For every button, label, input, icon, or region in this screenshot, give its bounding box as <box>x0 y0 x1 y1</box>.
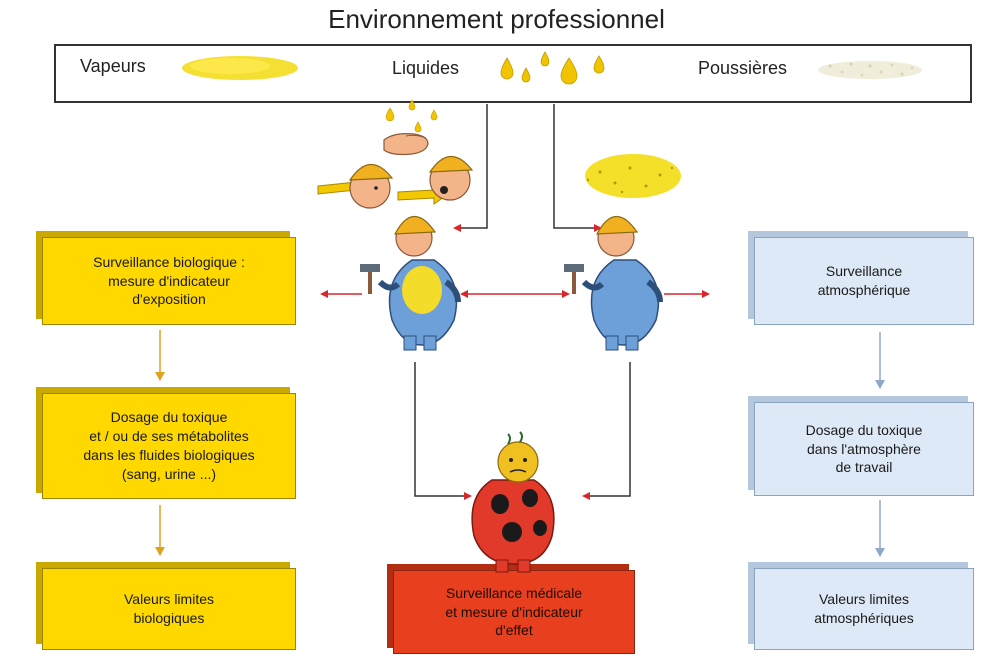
worker-icon <box>564 215 663 351</box>
skin-exposure-head-icon <box>317 163 394 209</box>
dust-cloud-worker-icon <box>585 154 681 198</box>
label-poussieres: Poussières <box>698 58 788 78</box>
hand-icon <box>383 133 429 156</box>
box-valeurs-limites-atmospheriques: Valeurs limites atmosphériques <box>754 568 974 650</box>
box-surveillance-atmospherique: Surveillance atmosphérique <box>754 237 974 325</box>
dust-cloud-icon <box>818 61 922 79</box>
liquid-drops-icon <box>500 51 605 85</box>
box-dosage-atmosphere: Dosage du toxique dans l'atmosphère de t… <box>754 402 974 496</box>
box-dosage-biologique: Dosage du toxique et / ou de ses métabol… <box>42 393 296 499</box>
worker-icon <box>360 215 461 351</box>
sick-worker-icon <box>471 431 555 573</box>
box-surveillance-biologique: Surveillance biologique : mesure d'indic… <box>42 237 296 325</box>
label-liquides: Liquides <box>392 58 460 78</box>
vapor-cloud-icon <box>182 56 298 80</box>
box-surveillance-medicale: Surveillance médicale et mesure d'indica… <box>393 570 635 654</box>
label-vapeurs: Vapeurs <box>80 56 146 76</box>
page-title: Environnement professionnel <box>328 4 665 34</box>
ingestion-head-icon <box>397 155 474 205</box>
box-valeurs-limites-biologiques: Valeurs limites biologiques <box>42 568 296 650</box>
